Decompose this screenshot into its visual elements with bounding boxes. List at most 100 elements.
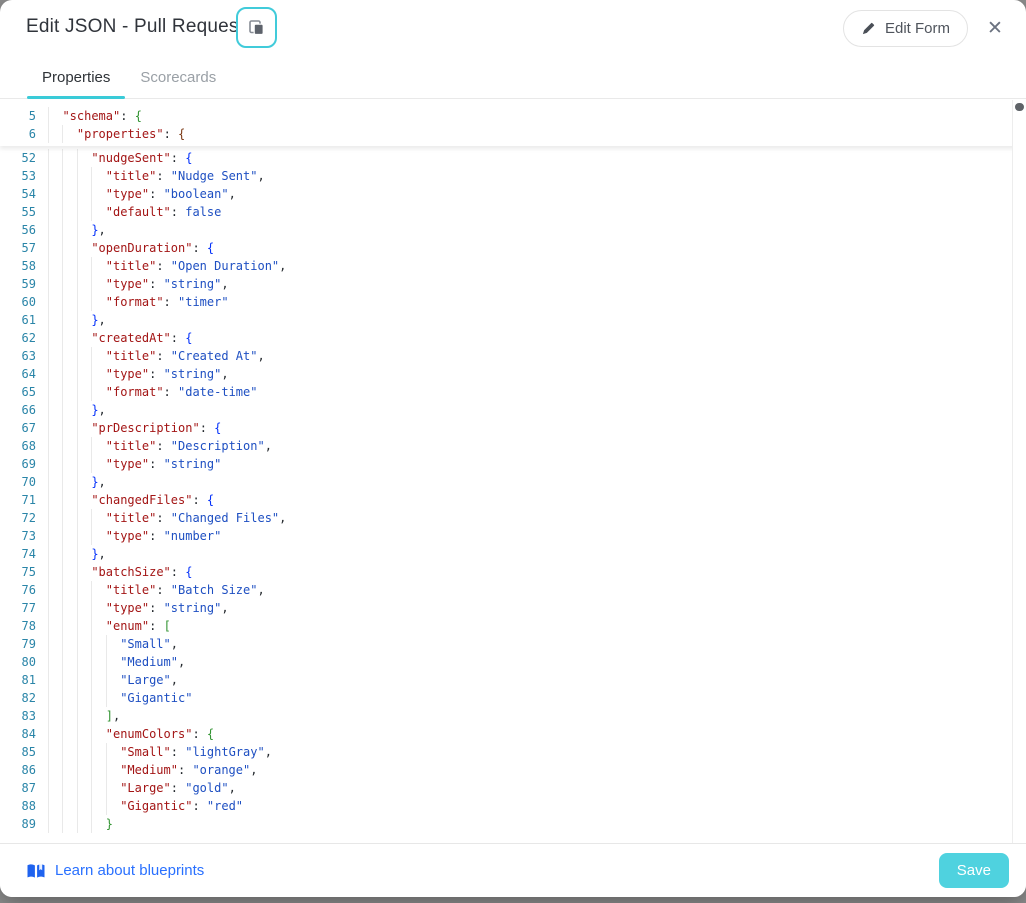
indent-guide — [48, 329, 62, 347]
line-number: 81 — [0, 671, 36, 689]
code-line-77: 77"type": "string", — [0, 599, 1026, 617]
editor-scrollbar-thumb[interactable] — [1015, 103, 1024, 111]
line-number: 52 — [0, 149, 36, 167]
indent-guide — [77, 275, 91, 293]
indent-guide — [91, 617, 105, 635]
indent-guide — [77, 383, 91, 401]
indent-guide — [48, 221, 62, 239]
indent-guide — [91, 257, 105, 275]
code-line-79: 79"Small", — [0, 635, 1026, 653]
indent-guide — [48, 293, 62, 311]
indent-guide — [77, 311, 91, 329]
code-line-59: 59"type": "string", — [0, 275, 1026, 293]
line-number: 64 — [0, 365, 36, 383]
tab-properties[interactable]: Properties — [27, 56, 125, 98]
indent-guide — [48, 455, 62, 473]
sticky-context-lines: 5"schema": {6"properties": { — [0, 100, 1026, 146]
indent-guide — [48, 185, 62, 203]
line-number: 76 — [0, 581, 36, 599]
indent-guide — [91, 707, 105, 725]
indent-guide — [48, 149, 62, 167]
indent-guide — [48, 311, 62, 329]
indent-guide — [62, 779, 76, 797]
indent-guide — [62, 221, 76, 239]
line-number: 83 — [0, 707, 36, 725]
code-line-56: 56}, — [0, 221, 1026, 239]
indent-guide — [77, 815, 91, 833]
indent-guide — [62, 275, 76, 293]
indent-guide — [106, 779, 120, 797]
line-number: 84 — [0, 725, 36, 743]
close-button[interactable]: ✕ — [982, 16, 1008, 42]
indent-guide — [48, 125, 62, 143]
line-number: 56 — [0, 221, 36, 239]
indent-guide — [77, 365, 91, 383]
indent-guide — [62, 527, 76, 545]
indent-guide — [77, 437, 91, 455]
copy-button[interactable] — [236, 7, 277, 48]
indent-guide — [106, 689, 120, 707]
line-number: 71 — [0, 491, 36, 509]
indent-guide — [48, 509, 62, 527]
indent-guide — [77, 509, 91, 527]
line-number: 61 — [0, 311, 36, 329]
indent-guide — [62, 401, 76, 419]
indent-guide — [77, 689, 91, 707]
indent-guide — [62, 653, 76, 671]
code-line-71: 71"changedFiles": { — [0, 491, 1026, 509]
code-line-89: 89} — [0, 815, 1026, 833]
indent-guide — [77, 203, 91, 221]
edit-form-button[interactable]: Edit Form — [843, 10, 968, 47]
indent-guide — [48, 581, 62, 599]
indent-guide — [62, 365, 76, 383]
line-number: 66 — [0, 401, 36, 419]
indent-guide — [62, 743, 76, 761]
code-line-54: 54"type": "boolean", — [0, 185, 1026, 203]
code-line-67: 67"prDescription": { — [0, 419, 1026, 437]
indent-guide — [62, 761, 76, 779]
line-number: 89 — [0, 815, 36, 833]
modal-footer: Learn about blueprints Save — [0, 843, 1026, 897]
indent-guide — [48, 671, 62, 689]
line-number: 70 — [0, 473, 36, 491]
indent-guide — [62, 635, 76, 653]
code-line-85: 85"Small": "lightGray", — [0, 743, 1026, 761]
line-number: 57 — [0, 239, 36, 257]
code-line-60: 60"format": "timer" — [0, 293, 1026, 311]
tab-scorecards[interactable]: Scorecards — [125, 56, 231, 98]
code-line-53: 53"title": "Nudge Sent", — [0, 167, 1026, 185]
indent-guide — [91, 797, 105, 815]
indent-guide — [48, 401, 62, 419]
indent-guide — [62, 311, 76, 329]
indent-guide — [91, 725, 105, 743]
indent-guide — [91, 203, 105, 221]
line-number: 72 — [0, 509, 36, 527]
indent-guide — [77, 743, 91, 761]
indent-guide — [48, 725, 62, 743]
line-number: 73 — [0, 527, 36, 545]
code-line-80: 80"Medium", — [0, 653, 1026, 671]
indent-guide — [62, 167, 76, 185]
indent-guide — [62, 257, 76, 275]
line-number: 63 — [0, 347, 36, 365]
code-line-86: 86"Medium": "orange", — [0, 761, 1026, 779]
code-line-82: 82"Gigantic" — [0, 689, 1026, 707]
indent-guide — [91, 635, 105, 653]
save-button[interactable]: Save — [939, 853, 1009, 888]
code-line-73: 73"type": "number" — [0, 527, 1026, 545]
indent-guide — [91, 761, 105, 779]
code-line-58: 58"title": "Open Duration", — [0, 257, 1026, 275]
line-number: 55 — [0, 203, 36, 221]
line-number: 82 — [0, 689, 36, 707]
json-code-editor[interactable]: 5"schema": {6"properties": { 52"nudgeSen… — [0, 100, 1026, 843]
line-number: 75 — [0, 563, 36, 581]
learn-about-blueprints-link[interactable]: Learn about blueprints — [26, 862, 204, 880]
indent-guide — [48, 473, 62, 491]
indent-guide — [91, 743, 105, 761]
line-number: 74 — [0, 545, 36, 563]
indent-guide — [48, 797, 62, 815]
code-line-87: 87"Large": "gold", — [0, 779, 1026, 797]
indent-guide — [62, 563, 76, 581]
editor-scrollbar-track[interactable] — [1012, 100, 1026, 843]
code-line-57: 57"openDuration": { — [0, 239, 1026, 257]
